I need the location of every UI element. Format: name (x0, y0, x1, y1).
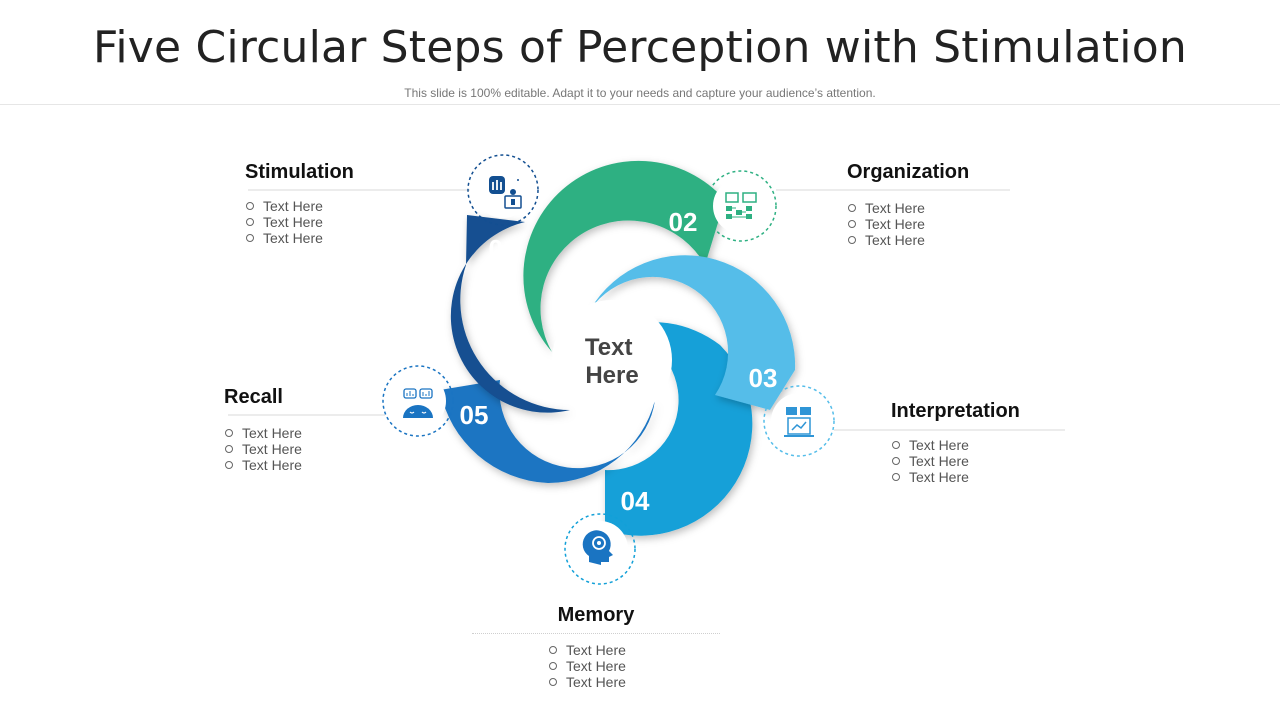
step-number-01: 01 (489, 234, 518, 264)
bullet-item: Text Here (891, 437, 1066, 453)
bullet-item: Text Here (245, 230, 470, 246)
flowchart-icon (705, 170, 777, 242)
hand-touch-icon (467, 154, 539, 226)
bullet-item: Text Here (847, 232, 1012, 248)
bullet-list: Text Here Text Here Text Here (224, 425, 384, 473)
bullet-list: Text Here Text Here Text Here (847, 200, 1012, 248)
petal-02 (523, 160, 725, 352)
bullet-item: Text Here (548, 642, 720, 658)
step-number-04: 04 (621, 486, 650, 516)
petal-04 (605, 322, 753, 536)
bullet-item: Text Here (891, 469, 1066, 485)
slide-subtitle: This slide is 100% editable. Adapt it to… (404, 86, 876, 100)
memory-divider (472, 633, 720, 634)
bullet-item: Text Here (548, 674, 720, 690)
bullet-list: Text Here Text Here Text Here (245, 198, 470, 246)
step-heading: Recall (224, 386, 283, 408)
step-number-05: 05 (460, 400, 489, 430)
bullet-item: Text Here (548, 658, 720, 674)
petal-05 (440, 380, 655, 484)
step-heading: Organization (847, 161, 970, 183)
bullet-item: Text Here (245, 214, 470, 230)
bullet-item: Text Here (847, 200, 1012, 216)
center-label: Text Here (585, 334, 639, 389)
bullet-item: Text Here (891, 453, 1066, 469)
step-number-03: 03 (749, 363, 778, 393)
step-block-recall: Recall Text Here Text Here Text Here (224, 386, 384, 473)
step-block-organization: Organization Text Here Text Here Text He… (847, 161, 1012, 248)
bullet-item: Text Here (224, 441, 384, 457)
step-heading: Stimulation (245, 161, 354, 183)
monitor-chart-icon (763, 385, 835, 457)
petal-03 (590, 255, 796, 410)
bullet-list: Text Here Text Here Text Here (548, 642, 720, 690)
slide-title: Five Circular Steps of Perception with S… (93, 22, 1187, 73)
header-divider (0, 104, 1280, 105)
step-number-02: 02 (669, 207, 698, 237)
step-heading: Memory (557, 604, 635, 626)
bullet-list: Text Here Text Here Text Here (891, 437, 1066, 485)
step-block-memory: Memory Text Here Text Here Text Here (472, 604, 720, 690)
bullet-item: Text Here (224, 425, 384, 441)
bullet-item: Text Here (847, 216, 1012, 232)
center-circle (552, 300, 672, 420)
step-block-interpretation: Interpretation Text Here Text Here Text … (891, 400, 1066, 485)
step-block-stimulation: Stimulation Text Here Text Here Text Her… (245, 161, 470, 246)
head-gear-icon (564, 513, 636, 585)
bullet-item: Text Here (245, 198, 470, 214)
bullet-item: Text Here (224, 457, 384, 473)
step-heading: Interpretation (891, 400, 1020, 422)
brain-thinking-icon (382, 365, 454, 437)
